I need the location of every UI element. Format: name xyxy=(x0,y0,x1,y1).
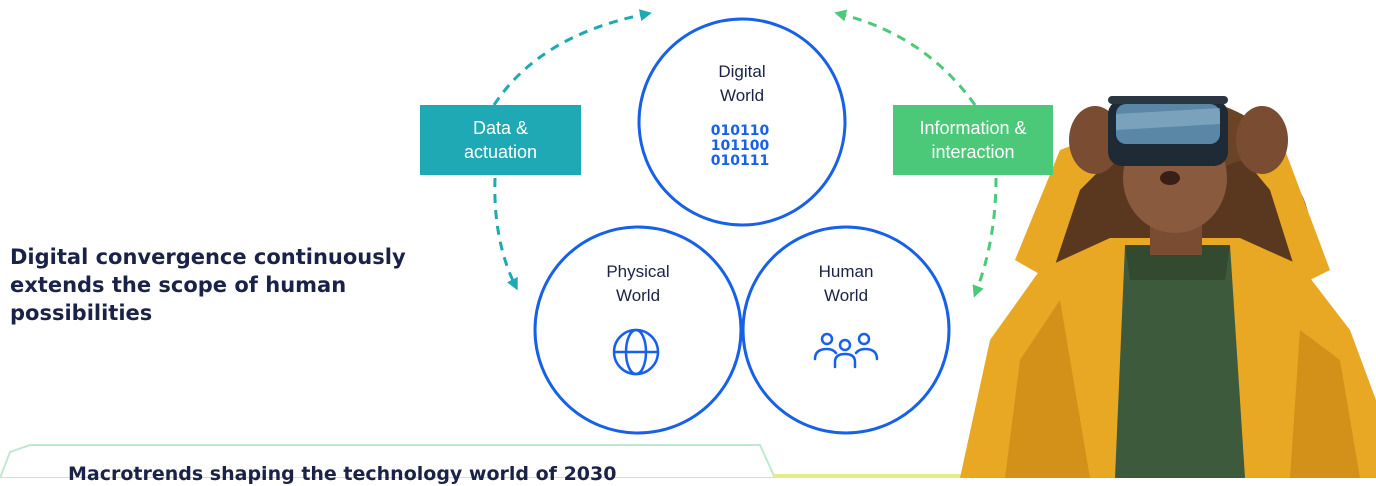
arc-info-bottom xyxy=(972,177,998,298)
footer-title: Macrotrends shaping the technology world… xyxy=(68,463,617,485)
arc-info-top xyxy=(834,9,977,106)
binary-line: 010110 xyxy=(710,123,770,139)
people-group-icon xyxy=(813,332,879,369)
headline: Digital convergence continuously extends… xyxy=(10,245,406,325)
binary-line: 010111 xyxy=(710,153,770,169)
globe-icon xyxy=(612,328,660,376)
physical-world-text: Physical World xyxy=(606,262,670,305)
binary-line: 101100 xyxy=(710,138,770,154)
binary-code: 010110 101100 010111 xyxy=(660,124,820,169)
digital-world-circle xyxy=(637,17,847,227)
data-actuation-tag: Data & actuation xyxy=(420,105,581,175)
vr-person-photo xyxy=(960,96,1376,478)
information-interaction-tag: Information & interaction xyxy=(893,105,1053,175)
arc-data-bottom xyxy=(493,177,518,291)
human-world-circle xyxy=(741,225,951,435)
digital-world-label: Digital World xyxy=(692,60,792,108)
data-actuation-text: Data & actuation xyxy=(463,118,538,162)
information-interaction-text: Information & interaction xyxy=(919,118,1027,162)
arc-data-top xyxy=(492,9,652,106)
human-world-text: Human World xyxy=(818,262,874,305)
human-world-label: Human World xyxy=(796,260,896,308)
digital-world-text: Digital World xyxy=(718,62,766,105)
physical-world-label: Physical World xyxy=(588,260,688,308)
